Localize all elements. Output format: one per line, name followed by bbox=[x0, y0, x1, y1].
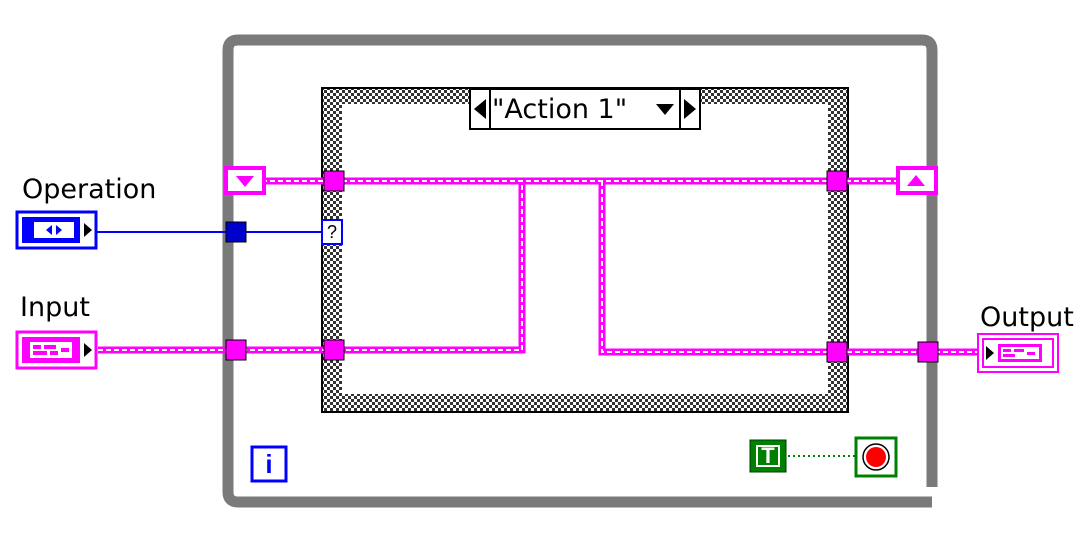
tunnel-loop-output bbox=[917, 341, 939, 363]
stop-condition-terminal[interactable] bbox=[854, 436, 898, 478]
operation-label: Operation bbox=[22, 174, 157, 205]
shift-register-right[interactable] bbox=[896, 166, 938, 195]
loop-tunnels[interactable] bbox=[225, 221, 939, 363]
tunnel-case-left-bottom bbox=[323, 339, 345, 361]
down-arrow-icon bbox=[236, 176, 254, 187]
case-selector-terminal[interactable] bbox=[321, 219, 343, 245]
up-arrow-icon bbox=[907, 175, 925, 186]
increment-arrow-icon[interactable] bbox=[684, 99, 696, 119]
enum-left-arrow-icon bbox=[46, 225, 52, 235]
output-indicator[interactable] bbox=[977, 333, 1059, 373]
operation-control[interactable] bbox=[15, 210, 98, 250]
case-selector-label[interactable] bbox=[469, 88, 701, 130]
input-label: Input bbox=[20, 292, 90, 323]
input-control[interactable] bbox=[15, 330, 98, 370]
shift-register-left[interactable] bbox=[224, 166, 266, 195]
tunnel-loop-input bbox=[225, 339, 247, 361]
tunnel-loop-operation bbox=[225, 221, 247, 243]
terminal-arrow-icon bbox=[84, 223, 92, 237]
chevron-down-icon[interactable] bbox=[656, 104, 674, 115]
case-structure[interactable] bbox=[321, 87, 849, 413]
enum-right-arrow-icon bbox=[56, 225, 62, 235]
tunnel-case-left-top bbox=[323, 170, 345, 192]
tunnel-case-right-bottom bbox=[826, 341, 848, 363]
while-loop[interactable] bbox=[222, 34, 938, 508]
terminal-arrow-icon bbox=[84, 343, 92, 357]
case-selector-question: ? bbox=[326, 222, 337, 242]
tunnel-case-right-top bbox=[826, 170, 848, 192]
decrement-arrow-icon[interactable] bbox=[474, 99, 486, 119]
true-constant-text: T bbox=[761, 443, 775, 468]
case-selector-text[interactable]: "Action 1" bbox=[492, 94, 628, 125]
terminal-arrow-icon bbox=[986, 346, 994, 360]
output-label: Output bbox=[980, 302, 1074, 333]
true-constant[interactable] bbox=[749, 439, 787, 473]
iteration-terminal-text: i bbox=[265, 449, 273, 479]
case-tunnels[interactable] bbox=[323, 170, 848, 363]
iteration-terminal[interactable] bbox=[250, 445, 288, 483]
